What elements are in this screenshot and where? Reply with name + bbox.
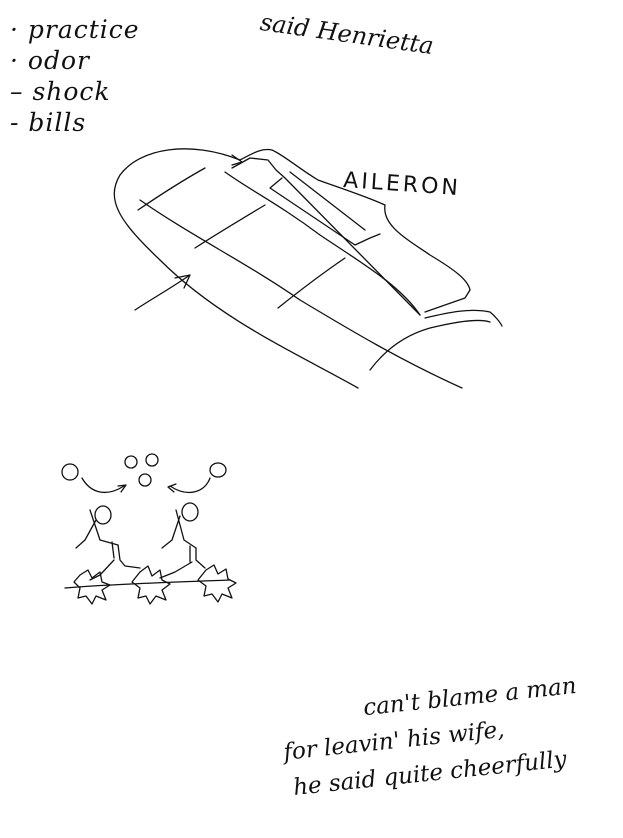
- adsorption-diagram-sketch-icon: [62, 454, 236, 604]
